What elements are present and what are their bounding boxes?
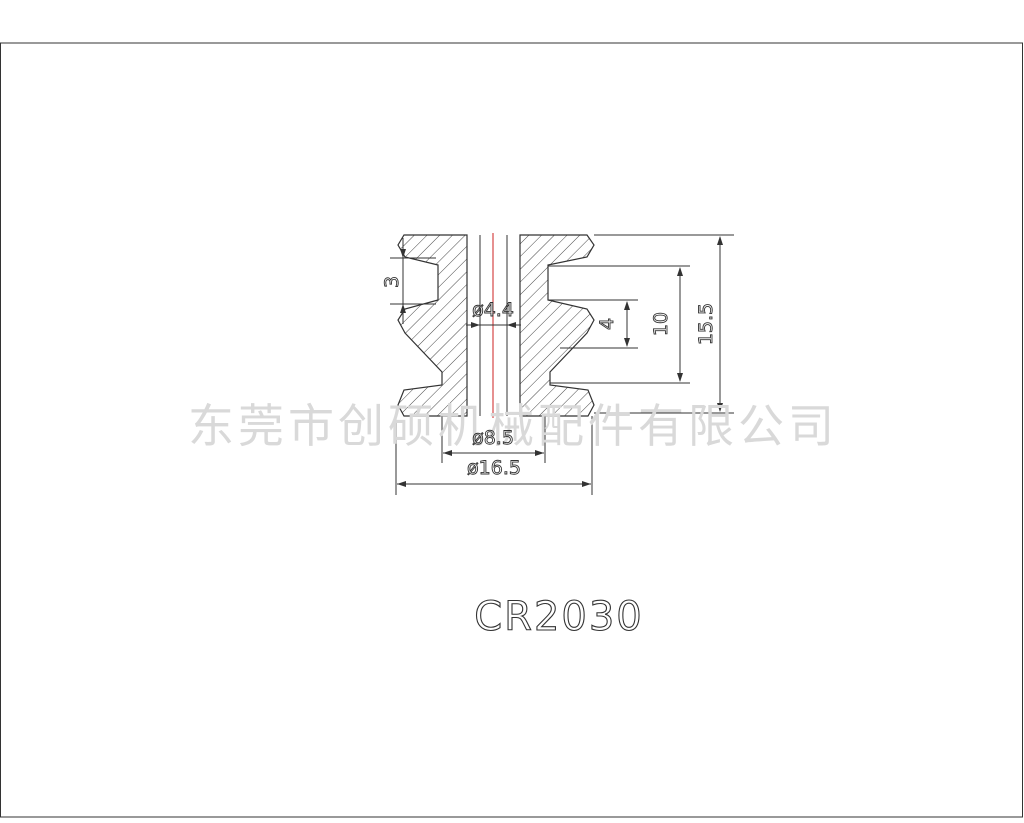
arrowhead [443, 450, 452, 456]
left-section [397, 234, 468, 417]
arrowhead [400, 304, 406, 313]
drawing-border [0, 42, 1023, 818]
arrowhead [677, 373, 683, 382]
right-section [519, 234, 595, 417]
arrowhead [624, 338, 630, 347]
dim-label-groove-depth: 4 [596, 318, 618, 330]
arrowhead [400, 249, 406, 258]
arrowhead [507, 322, 516, 328]
arrowhead [717, 236, 723, 245]
dim-label-groove-width: 3 [381, 276, 403, 288]
dim-label-hub: ø8.5 [472, 427, 514, 449]
arrowhead [717, 403, 723, 412]
arrowhead [535, 450, 544, 456]
dim-label-outer: ø16.5 [467, 457, 521, 479]
company-watermark: 东莞市创硕机械配件有限公司 [188, 399, 838, 453]
dim-label-groove-span: 10 [650, 312, 672, 336]
arrowhead [677, 267, 683, 276]
dim-label-bore: ø4.4 [472, 299, 514, 321]
arrowhead [471, 322, 480, 328]
part-number: CR2030 [474, 594, 644, 640]
arrowhead [582, 481, 591, 487]
arrowhead [624, 301, 630, 310]
arrowhead [397, 481, 406, 487]
dim-label-overall-height: 15.5 [695, 303, 717, 345]
